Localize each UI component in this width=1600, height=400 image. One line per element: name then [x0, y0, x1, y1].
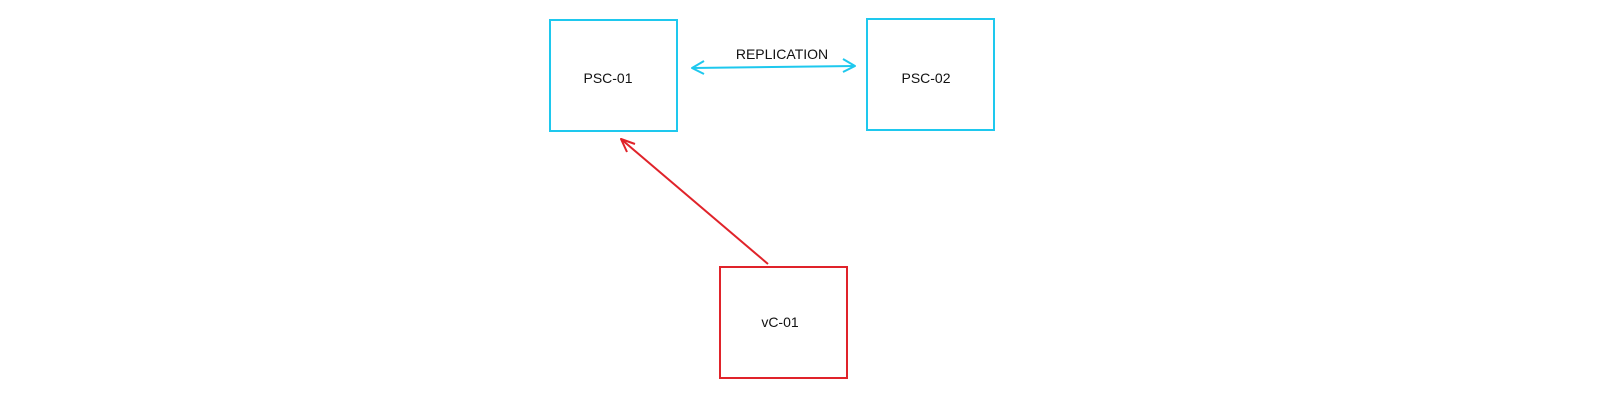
edge-replication[interactable]: REPLICATION	[691, 46, 856, 75]
node-vc-01-box	[719, 266, 848, 379]
edge-replication-arrowhead-left	[691, 60, 705, 75]
node-vc-01-label: vC-01	[761, 314, 799, 330]
node-psc-02-box	[866, 18, 995, 131]
node-vc-01[interactable]: vC-01	[719, 266, 848, 379]
edge-replication-arrowhead-right	[842, 58, 856, 73]
edge-replication-line	[691, 65, 856, 69]
edge-vc01-to-psc01[interactable]	[620, 138, 769, 265]
node-psc-02[interactable]: PSC-02	[866, 18, 995, 131]
node-psc-01[interactable]: PSC-01	[549, 19, 678, 132]
edge-replication-label: REPLICATION	[736, 46, 828, 62]
node-psc-01-label: PSC-01	[583, 70, 632, 86]
edge-vc01-to-psc01-arrowhead	[620, 138, 636, 153]
node-psc-02-label: PSC-02	[901, 70, 950, 86]
node-psc-01-box	[549, 19, 678, 132]
edge-vc01-to-psc01-line	[620, 138, 769, 265]
